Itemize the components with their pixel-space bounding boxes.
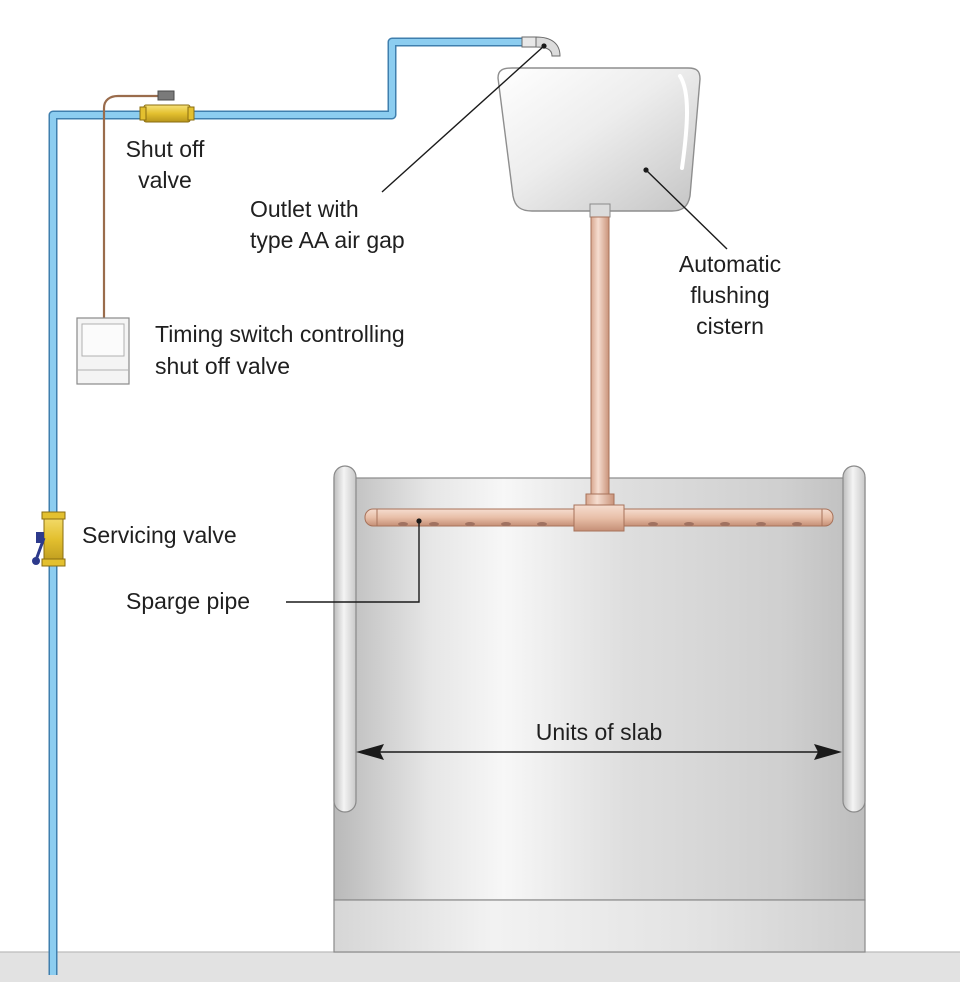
sparge-holes — [398, 522, 802, 526]
timing-switch-label-2: shut off valve — [155, 353, 290, 379]
sparge-pipe — [364, 493, 834, 532]
outlet-leader — [381, 45, 545, 193]
outlet-leader-dot — [541, 43, 547, 49]
slab-left-rim — [333, 465, 357, 813]
shut-off-valve — [139, 90, 195, 123]
timing-switch-label: Timing switch controlling — [155, 321, 405, 347]
floor — [0, 952, 960, 982]
flush-pipe — [589, 203, 611, 498]
supply-pipe — [48, 37, 530, 975]
slab-base — [333, 899, 866, 953]
cistern-leader — [645, 169, 728, 250]
servicing-valve — [32, 511, 66, 567]
timer-cable — [102, 94, 160, 320]
cistern-leader-dot — [643, 167, 649, 173]
slab-right-rim — [842, 465, 866, 813]
sparge-pipe-label: Sparge pipe — [126, 588, 250, 614]
cistern-label-2: flushing — [690, 282, 769, 308]
shut-off-valve-label: Shut off — [126, 136, 205, 162]
urinal-slab — [333, 465, 866, 953]
sparge-leader-dot — [416, 518, 422, 524]
outlet-label: Outlet with — [250, 196, 359, 222]
timing-switch-box — [76, 317, 130, 385]
shut-off-valve-label-2: valve — [138, 167, 192, 193]
units-of-slab-label: Units of slab — [536, 719, 663, 745]
cistern — [497, 67, 701, 212]
units-dimension-arrow — [356, 744, 842, 760]
leader-lines — [286, 43, 728, 603]
sparge-leader — [286, 522, 420, 603]
outlet-label-2: type AA air gap — [250, 227, 405, 253]
cistern-label-3: cistern — [696, 313, 764, 339]
servicing-valve-label: Servicing valve — [82, 522, 237, 548]
cistern-label: Automatic — [679, 251, 781, 277]
outlet-elbow — [521, 36, 561, 57]
